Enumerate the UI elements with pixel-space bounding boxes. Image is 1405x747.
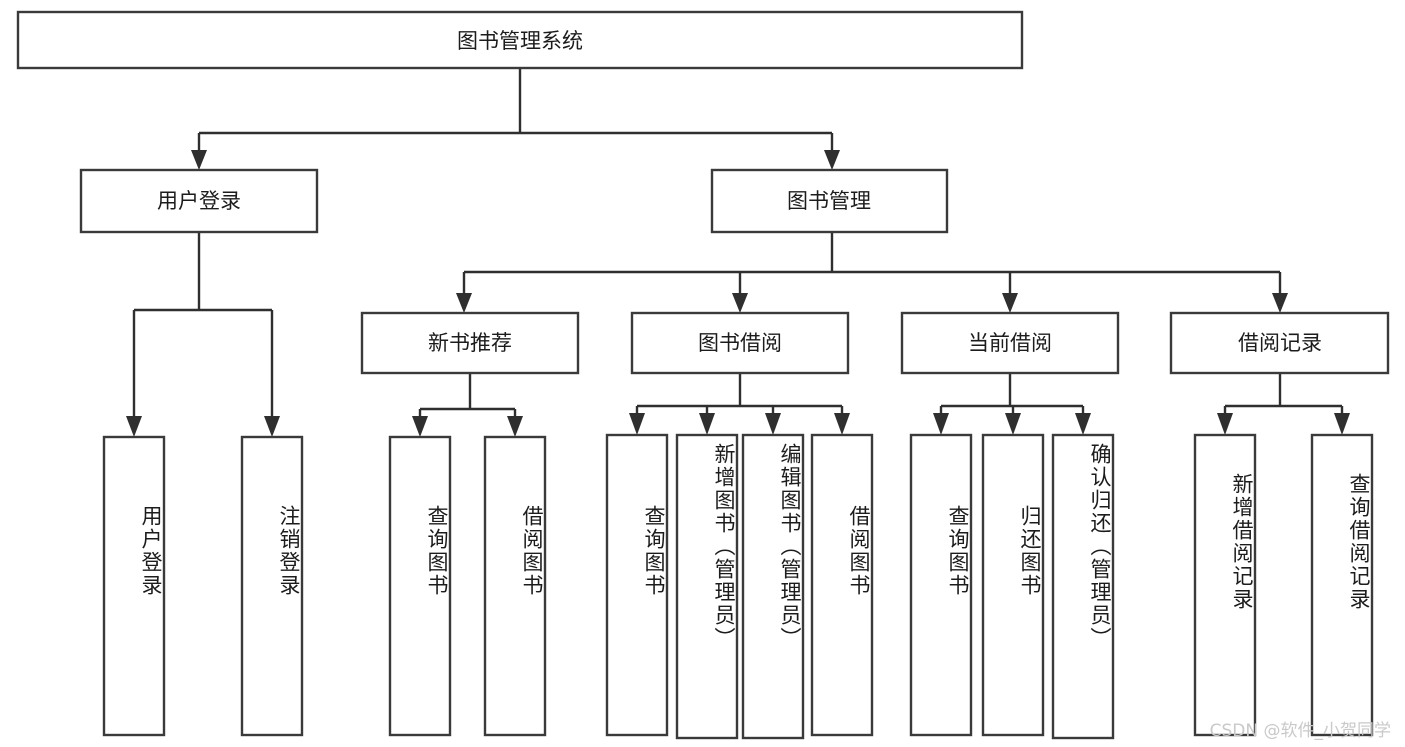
- arrow-to-current: [1002, 293, 1018, 313]
- leaf-box-logout[interactable]: [240, 435, 304, 737]
- leaf-box-return-book[interactable]: [981, 433, 1045, 737]
- leaf-box-confirm-return-admin[interactable]: [1051, 433, 1115, 740]
- leaf-box-borrow-book-recommend[interactable]: [483, 435, 547, 737]
- arrow-current-leaf2: [1005, 413, 1021, 435]
- node-box-group: [16, 10, 1390, 740]
- arrow-borrow-leaf2: [699, 413, 715, 435]
- arrow-newbook-leaf2: [507, 416, 523, 437]
- arrow-borrow-leaf3: [765, 413, 781, 435]
- node-label-group: 图书管理系统 用户登录 图书管理 新书推荐 图书借阅 当前借阅 借阅记录: [157, 29, 1322, 355]
- node-borrow-record[interactable]: [1169, 311, 1390, 375]
- node-current-borrow[interactable]: [900, 311, 1120, 375]
- arrow-to-user-login: [191, 150, 207, 170]
- connector-group: [126, 68, 1350, 437]
- label-book-management: 图书管理: [787, 189, 871, 213]
- arrow-current-leaf3: [1075, 413, 1091, 435]
- label-root-system: 图书管理系统: [457, 29, 583, 53]
- arrow-record-leaf1: [1217, 413, 1233, 435]
- leaf-box-borrow-book[interactable]: [810, 433, 874, 737]
- node-new-book-recommend[interactable]: [360, 311, 580, 375]
- leaf-box-query-book-current[interactable]: [909, 433, 973, 737]
- arrow-borrow-leaf1: [629, 413, 645, 435]
- leaf-box-add-borrow-record[interactable]: [1193, 433, 1257, 737]
- arrow-leaf-user-login: [126, 416, 142, 437]
- leaf-box-add-book-admin[interactable]: [675, 433, 739, 740]
- arrow-to-newbook: [456, 293, 472, 313]
- arrow-borrow-leaf4: [834, 413, 850, 435]
- leaf-box-user-login[interactable]: [102, 435, 166, 737]
- arrow-current-leaf1: [933, 413, 949, 435]
- node-book-borrow[interactable]: [630, 311, 850, 375]
- arrow-record-leaf2: [1334, 413, 1350, 435]
- arrow-to-book-manage: [824, 150, 840, 170]
- leaf-box-query-book-borrow[interactable]: [605, 433, 669, 737]
- leaf-box-query-borrow-record[interactable]: [1310, 433, 1374, 737]
- node-user-login[interactable]: [79, 168, 319, 234]
- node-book-management[interactable]: [710, 168, 949, 234]
- label-new-book-recommend: 新书推荐: [428, 331, 512, 355]
- arrow-to-borrow: [732, 293, 748, 313]
- label-current-borrow: 当前借阅: [968, 331, 1052, 355]
- node-root-system[interactable]: [16, 10, 1024, 70]
- leaf-box-query-book-recommend[interactable]: [388, 435, 452, 737]
- arrow-leaf-logout: [264, 416, 280, 437]
- arrow-newbook-leaf1: [412, 416, 428, 437]
- label-borrow-record: 借阅记录: [1238, 331, 1322, 355]
- leaf-box-edit-book-admin[interactable]: [741, 433, 805, 740]
- arrow-to-record: [1272, 293, 1288, 313]
- label-user-login: 用户登录: [157, 189, 241, 213]
- label-book-borrow: 图书借阅: [698, 331, 782, 355]
